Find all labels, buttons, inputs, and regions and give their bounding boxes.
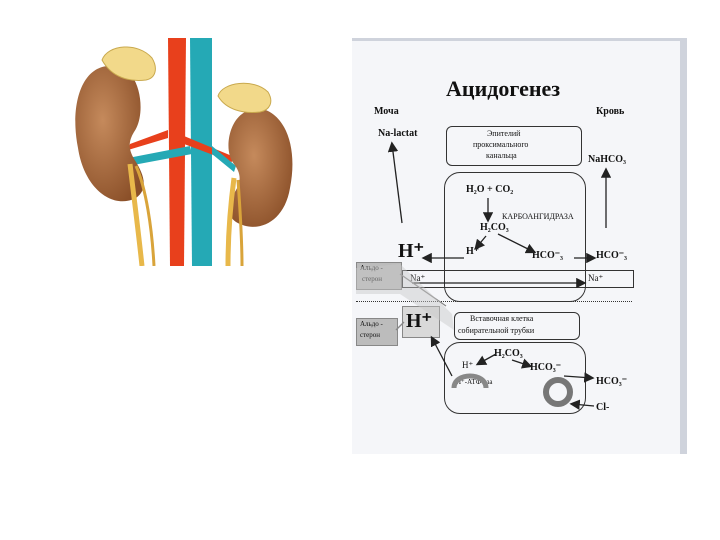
arrow-h2co3-split bbox=[512, 360, 530, 366]
arrow-to-hco3 bbox=[498, 234, 534, 252]
arrow-hco3-right bbox=[564, 376, 592, 378]
left-renal-artery bbox=[128, 130, 168, 150]
arrow-to-h bbox=[476, 236, 486, 248]
right-ureter bbox=[228, 178, 234, 266]
big-gray-pointer bbox=[356, 264, 454, 330]
arrow-h2co3-left bbox=[478, 354, 496, 364]
aldo-connector-bottom bbox=[396, 322, 404, 330]
arrow-na-lactat bbox=[392, 144, 402, 223]
arrow-cl-left bbox=[572, 404, 594, 406]
right-kidney bbox=[228, 108, 292, 227]
arrow-h-up bbox=[432, 338, 452, 376]
acidogenesis-diagram: Ацидогенез Моча Кровь Na-lactat NaHCO₃ Э… bbox=[352, 38, 687, 454]
diagram-arrows bbox=[352, 38, 687, 454]
exchanger bbox=[546, 380, 570, 404]
atpase-pump bbox=[454, 376, 486, 388]
kidney-illustration bbox=[72, 38, 297, 266]
right-adrenal bbox=[218, 83, 271, 112]
